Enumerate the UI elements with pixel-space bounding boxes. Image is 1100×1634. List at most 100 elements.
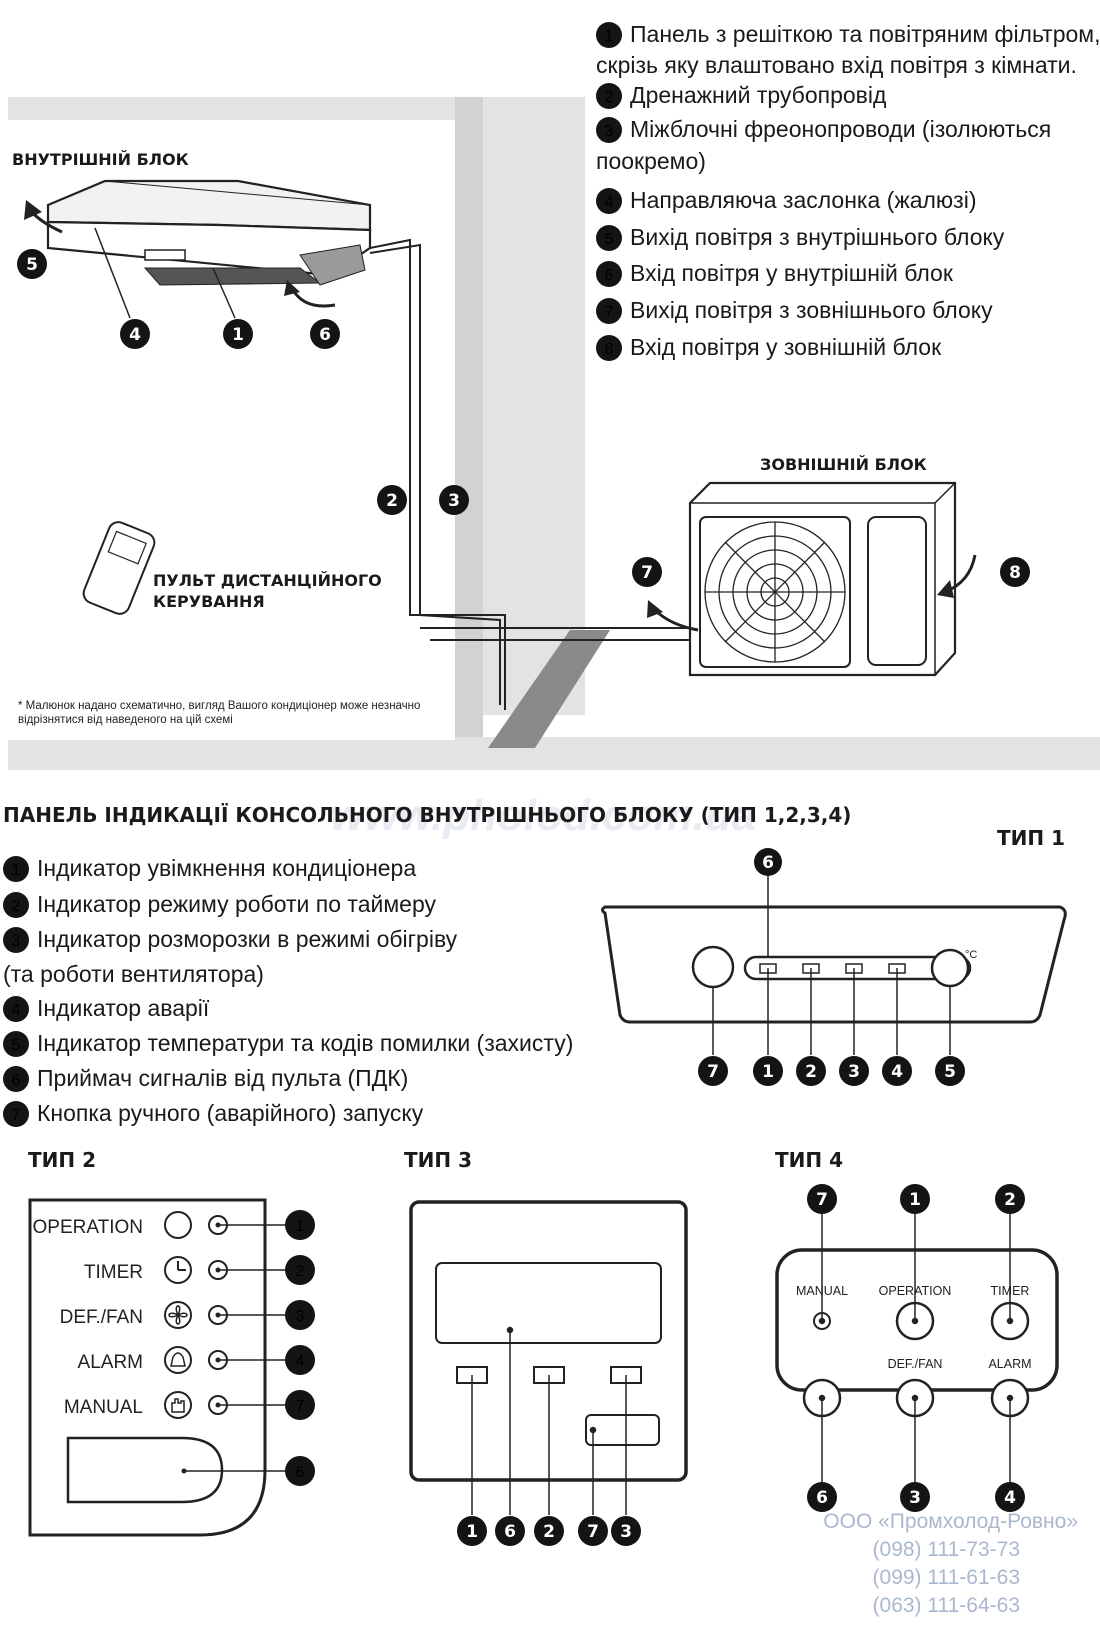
marker-number: 1 [12,862,21,879]
company-phone-3: (063) 111-64-63 [873,1594,1020,1617]
type1-marker-5: 5 [935,1056,965,1086]
legend-marker-3: 3 [596,117,622,143]
diagram-marker-8: 8 [1000,557,1030,587]
fan-icon [164,1301,192,1329]
marker-number: 7 [605,304,614,321]
legend-item-text: Вихід повітря з зовнішнього блоку [630,297,993,323]
panel-legend-text: Індикатор увімкнення кондиціонера [37,855,416,881]
type4-leaders [818,1213,1014,1483]
remote-label-line-1: ПУЛЬТ ДИСТАНЦІЙНОГО [153,571,382,590]
marker-number: 2 [805,1062,817,1082]
marker-number: 2 [1004,1190,1016,1210]
outdoor-unit-label: ЗОВНІШНІЙ БЛОК [760,455,927,474]
type3-marker-7: 7 [578,1516,608,1546]
panel-legend-marker-2: 2 [3,892,29,918]
type3-title: ТИП 3 [404,1148,472,1172]
legend-item-text: Дренажний трубопровід [630,82,887,108]
marker-number: 2 [296,1263,305,1280]
panel-legend-marker-4: 4 [3,996,29,1022]
legend-item-text: поокремо) [596,148,706,174]
diagram-marker-5: 5 [17,249,47,279]
type2-label-operation: OPERATION [33,1217,144,1238]
marker-number: 5 [944,1062,956,1082]
refrigerant-pipes [369,238,700,710]
type2-label-timer: TIMER [84,1262,143,1283]
type2-label-manual: MANUAL [64,1397,143,1418]
legend-item-text: Міжблочні фреонопроводи (ізолюються [630,116,1051,142]
type4-marker-4: 4 [995,1482,1025,1512]
legend-marker-4: 4 [596,188,622,214]
type1-marker-1: 1 [753,1056,783,1086]
timer-icon [164,1256,192,1284]
legend-item-text: скрізь яку влаштовано вхід повітря з кім… [596,52,1077,78]
marker-number: 2 [12,898,21,915]
airflow-arrows [24,200,977,632]
panel-legend-text: Індикатор аварії [37,995,210,1021]
type2-marker-7: 7 [285,1390,315,1420]
panel-legend-text: Індикатор розморозки в режимі обігріву [37,926,458,952]
company-name: ООО «Промхолод-Ровно» [823,1510,1078,1533]
type2-marker-6: 6 [285,1456,315,1486]
marker-number: 6 [605,267,614,284]
bell-icon [164,1346,192,1374]
marker-number: 7 [12,1107,21,1124]
outdoor-unit [688,481,957,677]
legend-item-text: Панель з решіткою та повітряним фільтром… [630,21,1100,47]
marker-number: 6 [319,325,331,345]
marker-number: 4 [1004,1488,1016,1508]
type3-marker-6: 6 [495,1516,525,1546]
type4-panel [775,1248,1059,1418]
type1-marker-3: 3 [839,1056,869,1086]
marker-number: 3 [909,1488,921,1508]
type2-label-deffan: DEF./FAN [60,1307,143,1328]
marker-number: 8 [1009,563,1021,583]
marker-number: 1 [909,1190,921,1210]
type4-marker-3: 3 [900,1482,930,1512]
type2-label-alarm: ALARM [78,1352,143,1373]
diagram-marker-1: 1 [223,319,253,349]
panel-legend-text: Індикатор режиму роботи по таймеру [37,891,436,917]
company-phone-2: (099) 111-61-63 [873,1566,1020,1589]
panel-legend-text: Приймач сигналів від пульта (ПДК) [37,1065,408,1091]
marker-number: 3 [296,1308,305,1325]
type2-receiver-window [66,1436,224,1504]
type4-marker-2: 2 [995,1184,1025,1214]
legend-marker-7: 7 [596,298,622,324]
type2-marker-1: 1 [285,1210,315,1240]
type3-panel [409,1200,688,1482]
legend-item-text: Вихід повітря з внутрішнього блоку [630,224,1005,250]
marker-number: 2 [605,89,614,106]
marker-number: 6 [12,1072,21,1089]
type3-marker-1: 1 [457,1516,487,1546]
type1-panel [601,905,1067,1024]
type4-label-def-fan: DEF./FAN [888,1357,943,1371]
diagram-marker-4: 4 [120,319,150,349]
marker-number: 7 [707,1062,719,1082]
type4-title: ТИП 4 [775,1148,843,1172]
legend-item-text: Направляюча заслонка (жалюзі) [630,187,977,213]
marker-number: 7 [296,1398,305,1415]
legend-item-text: Вхід повітря у внутрішній блок [630,260,954,286]
company-phone-1: (098) 111-73-73 [873,1538,1020,1561]
panel-section-title: ПАНЕЛЬ ІНДИКАЦІЇ КОНСОЛЬНОГО ВНУТРІШНЬОГ… [3,803,851,827]
panel-legend-marker-5: 5 [3,1031,29,1057]
marker-number: 3 [848,1062,860,1082]
type2-receiver-dot [181,1468,187,1474]
panel-watermark: www.pholod.com.ua [330,791,756,840]
marker-number: 8 [605,341,614,358]
legend-marker-8: 8 [596,335,622,361]
marker-number: 6 [762,853,774,873]
type1-marker-6: 6 [754,848,782,876]
type1-deg-label: °C [965,949,977,961]
type1-marker-2: 2 [796,1056,826,1086]
panel-legend-text: Кнопка ручного (аварійного) запуску [37,1100,424,1126]
marker-number: 5 [12,1037,21,1054]
circle-icon [164,1211,192,1239]
floor-slab [483,715,1100,737]
type1-marker-4: 4 [882,1056,912,1086]
marker-number: 7 [587,1522,599,1542]
marker-number: 1 [296,1218,305,1235]
legend-marker-1: 1 [596,22,622,48]
marker-number: 6 [296,1464,305,1481]
